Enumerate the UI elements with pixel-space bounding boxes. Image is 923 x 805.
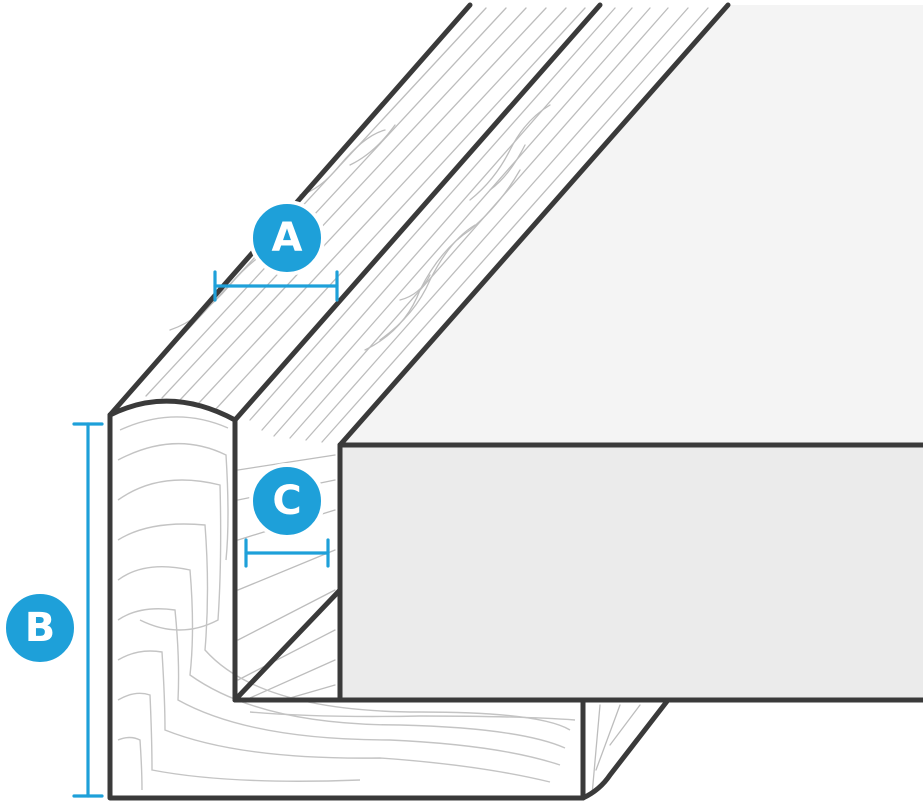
label-a: A [272, 215, 303, 261]
dimension-c [244, 538, 330, 568]
label-b: B [25, 605, 56, 651]
rabbet-slope-grain [249, 7, 709, 443]
dimension-a [213, 270, 339, 302]
panel-front-face [340, 445, 923, 700]
badge-c: C [249, 463, 325, 539]
label-c: C [272, 478, 301, 524]
end-grain-rings [117, 416, 576, 791]
dimension-b [72, 422, 104, 798]
panel-top-face [340, 5, 923, 445]
badge-a: A [249, 200, 325, 276]
badge-b: B [2, 590, 78, 666]
frame-outlines [107, 2, 923, 801]
bottom-rail-grain [591, 704, 641, 796]
